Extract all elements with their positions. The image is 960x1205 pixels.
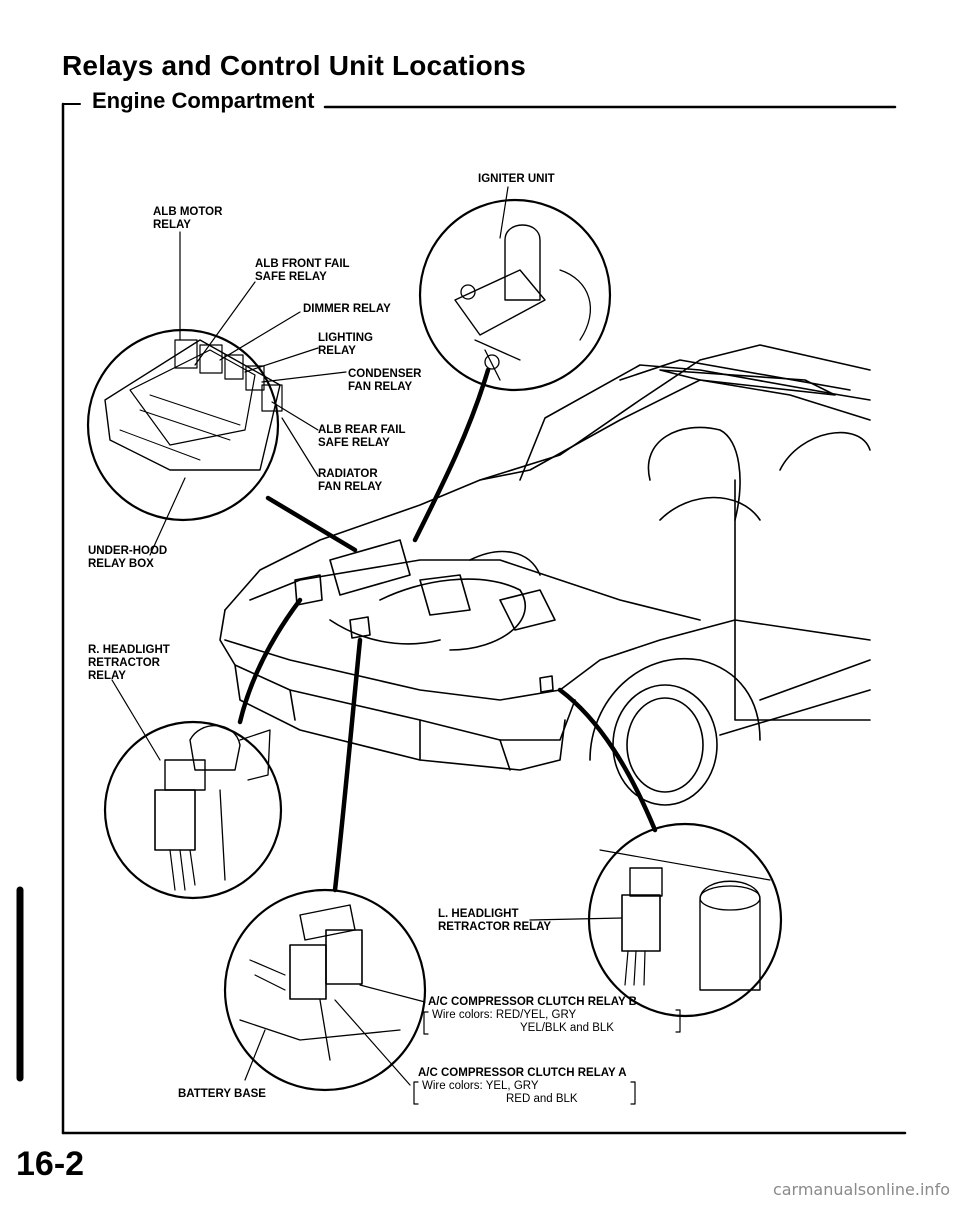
label-lighting-relay: LIGHTING RELAY	[318, 332, 373, 358]
label-line: ALB MOTOR	[153, 206, 223, 218]
label-under-hood-relay-box: UNDER-HOOD RELAY BOX	[88, 545, 167, 571]
label-ac-relay-b: A/C COMPRESSOR CLUTCH RELAY B Wire color…	[428, 996, 637, 1035]
label-line: RADIATOR	[318, 468, 378, 480]
section-title: Engine Compartment	[92, 88, 315, 113]
frame-lines	[16, 102, 907, 1135]
page-title: Relays and Control Unit Locations	[62, 50, 526, 81]
label-condenser-fan-relay: CONDENSER FAN RELAY	[348, 368, 421, 394]
label-battery-base: BATTERY BASE	[178, 1088, 266, 1100]
label-line: SAFE RELAY	[318, 437, 390, 449]
page-number: 16-2	[16, 1145, 85, 1183]
footer-watermark: carmanualsonline.info	[772, 1180, 950, 1199]
l-headlight-relay-detail	[587, 822, 783, 1018]
ac-relay-b-wires-2: YEL/BLK and BLK	[520, 1022, 614, 1034]
label-line: FAN RELAY	[348, 381, 413, 393]
label-line: RETRACTOR	[88, 657, 160, 669]
label-line: RELAY BOX	[88, 558, 154, 570]
label-line: ALB REAR FAIL	[318, 424, 406, 436]
label-line: CONDENSER	[348, 368, 422, 380]
ac-relay-b-name: A/C COMPRESSOR CLUTCH RELAY B	[428, 996, 637, 1008]
relay-box-detail	[86, 328, 283, 522]
ac-relay-a-wires-2: RED and BLK	[506, 1093, 578, 1105]
label-alb-rear-fail-safe-relay: ALB REAR FAIL SAFE RELAY	[318, 424, 406, 450]
ac-relay-detail	[223, 888, 427, 1092]
label-line: SAFE RELAY	[255, 271, 327, 283]
leader-lines	[111, 186, 623, 1086]
label-line: UNDER-HOOD	[88, 545, 168, 557]
label-igniter-unit: IGNITER UNIT	[478, 173, 555, 185]
label-line: L. HEADLIGHT	[438, 908, 519, 920]
label-ac-relay-a: A/C COMPRESSOR CLUTCH RELAY A Wire color…	[418, 1067, 627, 1106]
r-headlight-relay-detail	[103, 720, 283, 900]
label-line: RELAY	[318, 345, 356, 357]
label-alb-front-fail-safe-relay: ALB FRONT FAIL SAFE RELAY	[255, 258, 350, 284]
wire-brackets	[413, 1009, 681, 1105]
label-line: RELAY	[153, 219, 191, 231]
label-dimmer-relay: DIMMER RELAY	[303, 303, 391, 315]
ac-relay-b-wires-1: Wire colors: RED/YEL, GRY	[432, 1009, 577, 1021]
label-line: ALB FRONT FAIL	[255, 258, 350, 270]
label-line: R. HEADLIGHT	[88, 644, 170, 656]
igniter-detail	[418, 198, 612, 392]
label-alb-motor-relay: ALB MOTOR RELAY	[153, 206, 222, 232]
ac-relay-a-wires-1: Wire colors: YEL, GRY	[422, 1080, 539, 1092]
label-l-headlight-retractor-relay: L. HEADLIGHT RETRACTOR RELAY	[438, 908, 551, 934]
label-line: RELAY	[88, 670, 126, 682]
car-body	[219, 344, 871, 806]
label-radiator-fan-relay: RADIATOR FAN RELAY	[318, 468, 382, 494]
label-line: RETRACTOR RELAY	[438, 921, 552, 933]
label-line: FAN RELAY	[318, 481, 383, 493]
ac-relay-a-name: A/C COMPRESSOR CLUTCH RELAY A	[418, 1067, 627, 1079]
label-r-headlight-retractor-relay: R. HEADLIGHT RETRACTOR RELAY	[88, 644, 170, 683]
label-line: LIGHTING	[318, 332, 373, 344]
connector-lines	[237, 367, 658, 893]
